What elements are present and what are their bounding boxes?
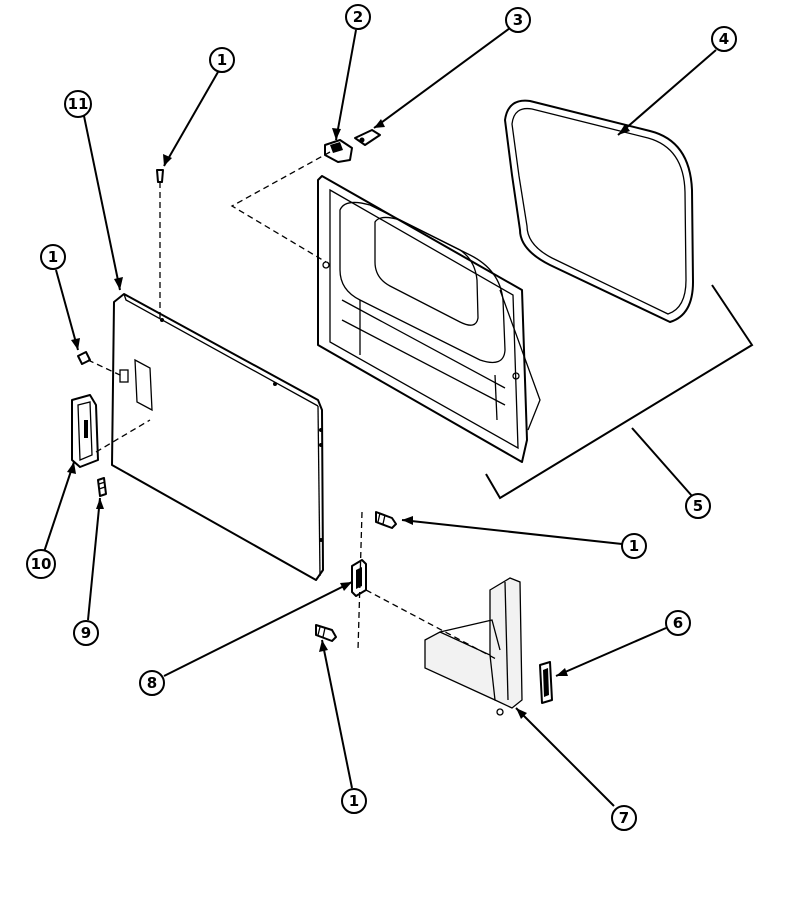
callout-4: 4 (711, 26, 737, 52)
screw-top (156, 169, 164, 183)
svg-text:8: 8 (147, 674, 157, 692)
arrowhead-8 (340, 582, 352, 591)
door-hinge-bracket (324, 139, 353, 163)
arrowhead-11 (114, 277, 123, 290)
inner-door-panel (317, 175, 541, 463)
svg-text:2: 2 (353, 8, 363, 26)
leader-10 (43, 461, 75, 553)
leader-2 (335, 29, 357, 141)
screw-right-upper (375, 511, 397, 529)
svg-text:7: 7 (619, 809, 629, 827)
leader-6 (555, 627, 667, 677)
leader-11 (83, 115, 121, 291)
svg-text:1: 1 (217, 51, 227, 69)
door-catch-clip (539, 661, 553, 704)
callout-10: 10 (26, 549, 56, 579)
assembly-bracket-line (485, 284, 754, 500)
door-hinge (351, 559, 367, 597)
arrowhead-1a (163, 154, 172, 166)
callout-8: 8 (139, 670, 165, 696)
callout-1-hinge-screw-lower: 1 (341, 788, 367, 814)
leader-3 (373, 27, 511, 129)
arrowhead-10 (67, 462, 76, 474)
leader-5 (631, 427, 693, 497)
leader-1b (55, 269, 79, 351)
svg-text:1: 1 (48, 248, 58, 266)
outer-door-panel (111, 293, 324, 581)
leader-1c (401, 519, 623, 545)
callout-1-top-screw: 1 (209, 47, 235, 73)
arrowhead-2 (332, 128, 341, 140)
svg-text:11: 11 (68, 95, 89, 113)
svg-text:10: 10 (31, 555, 52, 573)
arrowhead-3 (374, 119, 385, 128)
dashed-line-handle (95, 419, 151, 453)
arrowhead-4 (618, 124, 630, 135)
screw-right-lower (315, 624, 337, 642)
dashed-line-hinge (357, 511, 363, 651)
leader-1a (163, 71, 219, 167)
arrowhead-1b (71, 338, 80, 350)
svg-text:1: 1 (349, 792, 359, 810)
leader-1d (321, 639, 353, 789)
callout-9: 9 (73, 620, 99, 646)
leader-9 (87, 497, 101, 621)
leader-8 (163, 581, 353, 677)
leader-4 (617, 49, 717, 136)
dashed-line-hinge-bracket (365, 589, 499, 661)
callout-2: 2 (345, 4, 371, 30)
callout-6: 6 (665, 610, 691, 636)
dashed-line-left-screw (87, 359, 123, 377)
svg-text:9: 9 (81, 624, 91, 642)
svg-text:4: 4 (719, 30, 729, 48)
arrowhead-9 (96, 498, 104, 509)
handle-screw (97, 477, 107, 497)
arrowhead-6 (556, 668, 568, 676)
callout-1-hinge-screw-upper: 1 (621, 533, 647, 559)
arrowhead-1c (402, 516, 413, 525)
callout-3: 3 (505, 7, 531, 33)
callout-5: 5 (685, 493, 711, 519)
callout-11: 11 (64, 90, 92, 118)
door-hinge-bracket-assembly (424, 577, 523, 716)
arrowhead-7 (516, 708, 527, 719)
svg-text:5: 5 (693, 497, 703, 515)
arrowhead-1d (319, 640, 328, 652)
svg-text:6: 6 (673, 614, 683, 632)
door-handle (71, 394, 99, 468)
door-latch-clip (354, 129, 381, 146)
dashed-line-bracket (230, 151, 331, 263)
leader-7 (515, 707, 615, 807)
svg-text:1: 1 (629, 537, 639, 555)
door-gasket (504, 99, 694, 323)
callout-7: 7 (611, 805, 637, 831)
screw-left (77, 351, 91, 365)
callout-1-left-screw: 1 (40, 244, 66, 270)
svg-text:3: 3 (513, 11, 523, 29)
